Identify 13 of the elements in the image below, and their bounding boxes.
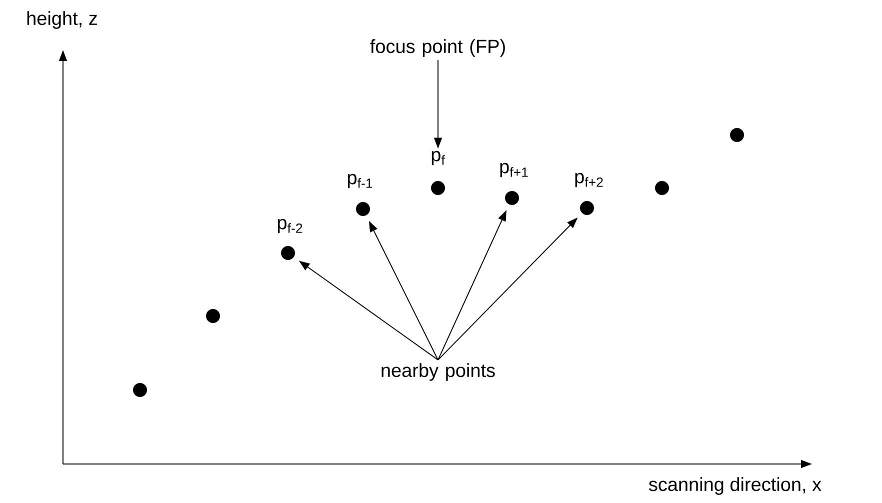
- axis-label: scanning direction, x: [648, 477, 822, 495]
- data-point: [133, 383, 147, 397]
- text-label: nearby points: [382, 363, 495, 381]
- point-label: p$_{f-1}$: [348, 174, 372, 188]
- text-label: focus point (FP): [370, 39, 505, 57]
- point-label: p$_{f-2}$: [278, 218, 302, 234]
- point-label: p$_{f}$: [432, 150, 445, 166]
- point-label: p$_{f+2}$: [575, 172, 603, 188]
- data-point: [206, 309, 220, 323]
- data-point: [655, 181, 669, 195]
- axis-label: height, z: [27, 11, 97, 29]
- data-point: [730, 128, 744, 142]
- point-label: p$_{f+1}$: [500, 162, 528, 178]
